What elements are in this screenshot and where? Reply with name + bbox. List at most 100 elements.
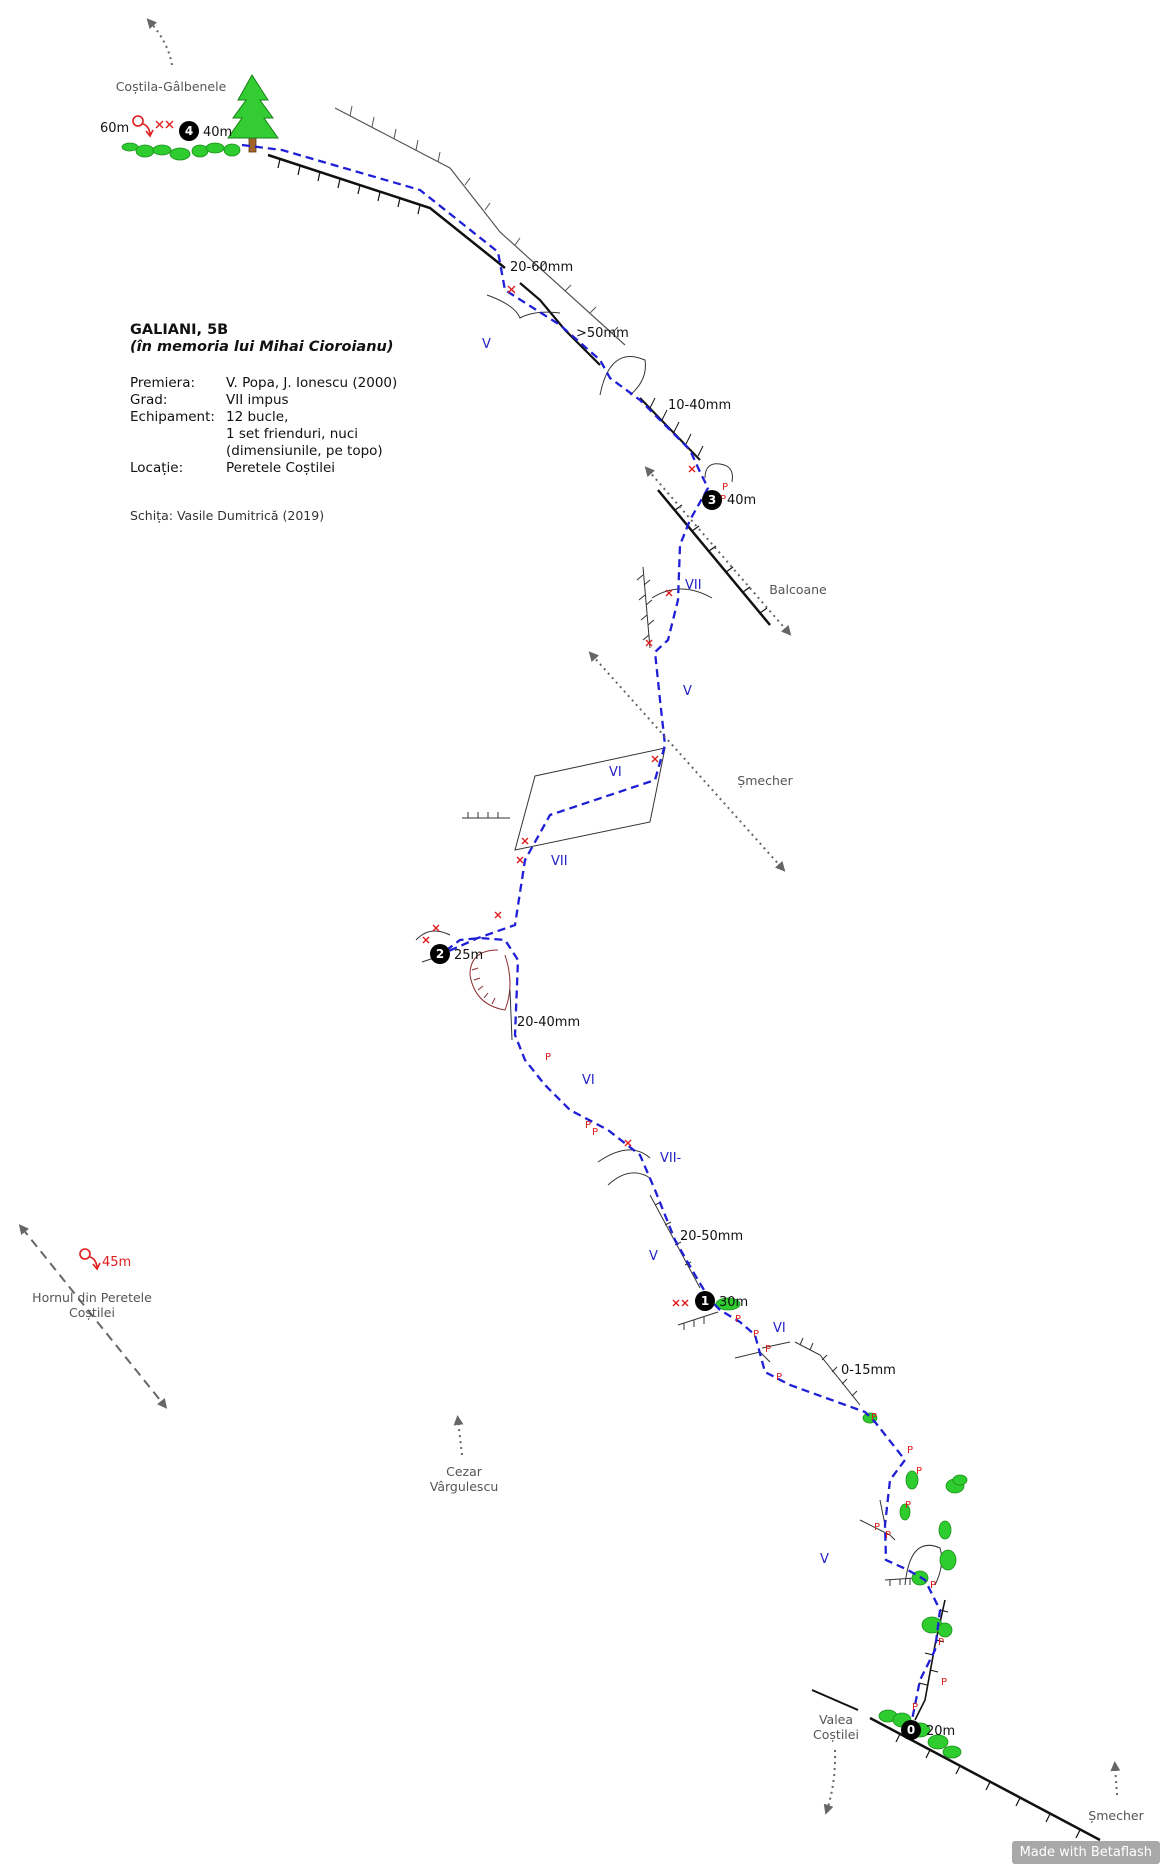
info-row: (dimensiunile, pe topo) — [130, 443, 460, 460]
route-subtitle: (în memoria lui Mihai Cioroianu) — [130, 339, 394, 355]
info-label: Premiera: — [130, 375, 196, 391]
info-label — [130, 426, 226, 443]
belay-numbers: 0 1 2 3 4 — [185, 124, 915, 1737]
gear-label: 10-40mm — [668, 398, 731, 413]
svg-text:P: P — [753, 1329, 759, 1340]
info-row: Premiera: V. Popa, J. Ionescu (2000) — [130, 375, 460, 392]
svg-text:P: P — [916, 1466, 922, 1477]
belay-3 — [702, 490, 722, 510]
grade-labels: V VII V VI VII VI VII- V VI V — [482, 337, 829, 1567]
lower-features — [859, 1499, 943, 1586]
svg-text:P: P — [907, 1445, 913, 1456]
upper-crack-line — [334, 105, 626, 346]
grade-label: VII — [551, 854, 568, 869]
grade-label: VII- — [660, 1151, 682, 1166]
made-with-badge[interactable]: Made with Betaflash — [1011, 1841, 1160, 1864]
belay-0-number: 0 — [907, 1723, 915, 1737]
grade-label: V — [820, 1552, 829, 1567]
overhang-vii-minus — [607, 1172, 651, 1186]
belay-2-number: 2 — [436, 947, 444, 961]
gear-label: 20-50mm — [680, 1229, 743, 1244]
spiky-crack — [636, 566, 655, 649]
grade-label: VII — [685, 578, 702, 593]
base-ledge — [811, 1689, 1101, 1842]
chimney-brown — [469, 949, 511, 1011]
info-value: (dimensiunile, pe topo) — [226, 443, 383, 459]
gear-label: 20-40mm — [517, 1015, 580, 1030]
belay-4-length: 40m — [203, 125, 232, 140]
svg-text:P: P — [545, 1052, 551, 1063]
gear-label: 0-15mm — [841, 1363, 896, 1378]
belay-4-number: 4 — [185, 124, 193, 138]
grade-label: VI — [582, 1073, 595, 1088]
belay-0 — [901, 1720, 921, 1740]
svg-text:P: P — [776, 1372, 782, 1383]
info-label: Locație: — [130, 460, 184, 476]
svg-text:P: P — [874, 1522, 880, 1533]
ledge-belay1 — [677, 1311, 719, 1330]
info-row: Echipament: 12 bucle, — [130, 409, 460, 426]
balcoane-ledge — [657, 489, 771, 626]
overhang-arc-1 — [599, 356, 646, 396]
route-info: GALIANI, 5B (în memoria lui Mihai Cioroi… — [130, 322, 460, 524]
grade-label: V — [482, 337, 491, 352]
neighbor-smecher: Șmecher — [737, 773, 793, 788]
neighbor-valea-2: Coștilei — [813, 1727, 859, 1742]
neighbor-costila-galbenele: Coștila-Gâlbenele — [116, 79, 227, 94]
info-row: Grad: VII impus — [130, 392, 460, 409]
info-label — [130, 443, 226, 460]
belay-1-length: 30m — [719, 1295, 748, 1310]
neighbor-hornul-2: Coștilei — [69, 1305, 115, 1320]
svg-text:P: P — [765, 1344, 771, 1355]
overhang-belay2 — [415, 930, 451, 941]
svg-text:P: P — [585, 1120, 591, 1131]
belay-3-length: 40m — [727, 493, 756, 508]
info-label: Grad: — [130, 392, 168, 408]
overhang-arc-belay3 — [704, 463, 733, 483]
route-title: GALIANI, 5B — [130, 322, 229, 338]
svg-text:P: P — [941, 1677, 947, 1688]
crack-20-60 — [519, 282, 601, 366]
crack-20-40 — [509, 989, 513, 1041]
svg-text:P: P — [885, 1530, 891, 1541]
info-value: VII impus — [226, 392, 289, 408]
grade-label: V — [683, 684, 692, 699]
belay-0-length: 20m — [926, 1724, 955, 1739]
info-value: 12 bucle, — [226, 409, 289, 425]
grade-label: VI — [609, 765, 622, 780]
route-line — [241, 143, 942, 1721]
bolt-markers — [155, 120, 696, 1307]
neighbor-arrows — [18, 18, 1121, 1815]
small-step — [734, 1341, 791, 1363]
belay-1-number: 1 — [701, 1294, 709, 1308]
small-ledge-left — [462, 812, 510, 819]
belay-stations — [179, 121, 921, 1740]
neighbor-cezar-2: Vârgulescu — [430, 1479, 499, 1494]
svg-text:P: P — [905, 1500, 911, 1511]
piton-markers: PP P PP PPP P P PP P PP P P P P — [545, 482, 947, 1713]
tree-icon — [227, 74, 279, 153]
grade-label: V — [649, 1249, 658, 1264]
svg-text:P: P — [938, 1637, 944, 1648]
gear-labels: 20-60mm >50mm 10-40mm 20-40mm 20-50mm 0-… — [510, 260, 896, 1378]
neighbor-smecher-2: Șmecher — [1088, 1808, 1144, 1823]
info-row: 1 set frienduri, nuci — [130, 426, 460, 443]
neighbor-labels: Coștila-Gâlbenele Balcoane Șmecher Hornu… — [32, 79, 1144, 1823]
info-value: 1 set frienduri, nuci — [226, 426, 359, 442]
svg-text:P: P — [722, 482, 728, 493]
svg-text:P: P — [930, 1580, 936, 1591]
bush-group — [121, 142, 968, 1759]
slab-outline — [514, 747, 666, 851]
roof-1 — [486, 294, 561, 319]
info-label: Echipament: — [130, 409, 215, 425]
neighbor-balcoane: Balcoane — [769, 582, 827, 597]
neighbor-cezar: Cezar — [446, 1464, 483, 1479]
gear-label: >50mm — [576, 326, 629, 341]
belay-4 — [179, 121, 199, 141]
belay-3-number: 3 — [708, 493, 716, 507]
info-value: V. Popa, J. Ionescu (2000) — [226, 375, 398, 391]
svg-text:P: P — [912, 1702, 918, 1713]
svg-text:P: P — [592, 1127, 598, 1138]
svg-text:P: P — [735, 1314, 741, 1325]
